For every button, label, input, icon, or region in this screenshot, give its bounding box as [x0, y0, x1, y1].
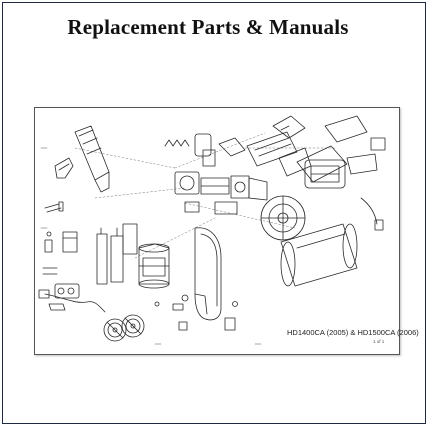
nozzle-barrel	[280, 223, 358, 287]
leader-lines	[74, 132, 336, 259]
page-title: Replacement Parts & Manuals	[67, 15, 349, 39]
control-panel-parts	[246, 115, 386, 177]
heating-element	[164, 133, 246, 167]
lamp-housing	[296, 145, 378, 189]
gear-wheels	[103, 314, 145, 342]
page-frame: Replacement Parts & Manuals	[2, 2, 426, 424]
parts-diagram-drawing	[38, 115, 386, 345]
power-cord	[38, 289, 106, 313]
cable-right	[360, 197, 384, 231]
motor-fan-assembly	[174, 171, 268, 215]
switch-block	[54, 231, 80, 299]
model-number-label: HD1400CA (2005) & HD1500CA (2006)	[287, 328, 419, 337]
small-parts-center	[154, 294, 238, 331]
exploded-parts-diagram[interactable]: HD1400CA (2005) & HD1500CA (2006) 1 of 1	[34, 107, 419, 355]
dryer-shell	[194, 227, 222, 321]
bracket-parts	[96, 223, 138, 285]
small-screws-left	[42, 201, 64, 275]
part-number-markers	[40, 147, 262, 345]
trigger-part	[54, 157, 74, 179]
handle-assembly	[74, 125, 110, 193]
sheet-number-label: 1 of 1	[373, 339, 385, 344]
heater-housing	[138, 243, 170, 289]
fan-guard	[260, 195, 306, 241]
